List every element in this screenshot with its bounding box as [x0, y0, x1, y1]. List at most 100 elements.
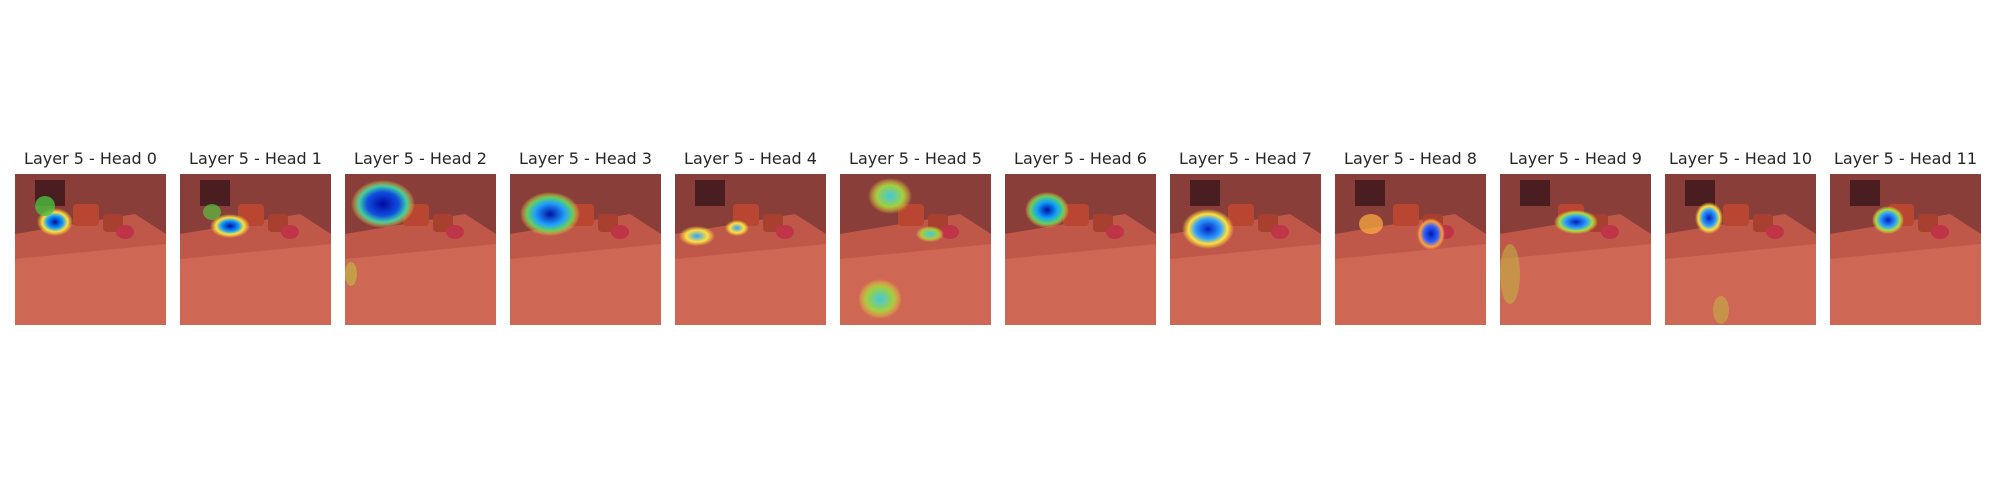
attention-panel-head-7: Layer 5 - Head 7	[1170, 148, 1321, 326]
coffee-machine-body	[1850, 180, 1880, 206]
panel-title: Layer 5 - Head 0	[24, 149, 157, 168]
scene-object	[1931, 225, 1949, 239]
scene-object	[1918, 214, 1938, 232]
scene-object	[1766, 225, 1784, 239]
attention-heatmap-image	[675, 174, 826, 325]
panel-title: Layer 5 - Head 10	[1668, 149, 1813, 168]
attention-panel-head-8: Layer 5 - Head 8	[1335, 148, 1486, 326]
coffee-machine-body	[695, 180, 725, 206]
panel-title: Layer 5 - Head 9	[1509, 149, 1642, 168]
attention-heatmap-image	[180, 174, 331, 325]
attention-hotspot	[345, 262, 357, 286]
attention-heatmap-image	[840, 174, 991, 325]
panel-title: Layer 5 - Head 1	[189, 149, 322, 168]
panel-title: Layer 5 - Head 3	[519, 149, 652, 168]
coffee-machine-body	[1190, 180, 1220, 206]
attention-panel-head-5: Layer 5 - Head 5	[840, 148, 991, 326]
table-edge	[1005, 244, 1156, 325]
scene-object	[1063, 204, 1089, 226]
scene-object	[1601, 225, 1619, 239]
coffee-machine-body	[200, 180, 230, 206]
attention-panel-head-10: Layer 5 - Head 10	[1665, 148, 1816, 326]
attention-hotspot	[210, 214, 250, 238]
attention-hotspot	[520, 192, 580, 236]
scene-object	[1106, 225, 1124, 239]
attention-heatmap-image	[345, 174, 496, 325]
panel-title: Layer 5 - Head 2	[354, 149, 487, 168]
attention-hotspot	[351, 180, 415, 228]
attention-hotspot	[203, 204, 221, 220]
attention-heatmap-image	[510, 174, 661, 325]
attention-hotspot	[1182, 209, 1234, 249]
panel-title: Layer 5 - Head 5	[849, 149, 982, 168]
table-edge	[510, 244, 661, 325]
attention-panel-head-3: Layer 5 - Head 3	[510, 148, 661, 326]
attention-panel-head-4: Layer 5 - Head 4	[675, 148, 826, 326]
attention-heatmap-image	[1170, 174, 1321, 325]
attention-hotspot	[1554, 210, 1598, 234]
scene-object	[1228, 204, 1254, 226]
attention-hotspot	[1359, 214, 1383, 234]
scene-object	[1258, 214, 1278, 232]
attention-heatmap-image	[1665, 174, 1816, 325]
attention-heatmap-image	[1005, 174, 1156, 325]
scene-object	[598, 214, 618, 232]
coffee-machine-body	[1685, 180, 1715, 206]
scene-object	[433, 214, 453, 232]
attention-hotspot	[1417, 218, 1445, 250]
attention-hotspot	[858, 279, 902, 319]
panel-title: Layer 5 - Head 8	[1344, 149, 1477, 168]
table-edge	[15, 244, 166, 325]
scene-object	[103, 214, 123, 232]
attention-hotspot	[1872, 206, 1904, 234]
attention-panel-head-6: Layer 5 - Head 6	[1005, 148, 1156, 326]
scene-object	[1723, 204, 1749, 226]
attention-hotspot	[1025, 192, 1069, 228]
panel-title: Layer 5 - Head 7	[1179, 149, 1312, 168]
scene-object	[446, 225, 464, 239]
scene-object	[116, 225, 134, 239]
attention-hotspot	[35, 196, 55, 216]
attention-hotspot	[725, 220, 749, 236]
scene-object	[268, 214, 288, 232]
attention-hotspot	[679, 226, 715, 246]
table-edge	[1500, 244, 1651, 325]
scene-object	[1393, 204, 1419, 226]
panel-title: Layer 5 - Head 6	[1014, 149, 1147, 168]
attention-hotspot	[1695, 202, 1723, 234]
attention-heatmap-image	[1500, 174, 1651, 325]
attention-panel-head-2: Layer 5 - Head 2	[345, 148, 496, 326]
scene-object	[281, 225, 299, 239]
attention-panel-head-11: Layer 5 - Head 11	[1830, 148, 1981, 326]
attention-heatmap-image	[15, 174, 166, 325]
attention-hotspot	[1500, 244, 1520, 304]
scene-object	[941, 225, 959, 239]
attention-heatmap-image	[1335, 174, 1486, 325]
panel-title: Layer 5 - Head 11	[1833, 149, 1978, 168]
table-edge	[675, 244, 826, 325]
panel-title: Layer 5 - Head 4	[684, 149, 817, 168]
attention-panel-head-1: Layer 5 - Head 1	[180, 148, 331, 326]
scene-object	[763, 214, 783, 232]
coffee-machine-body	[1355, 180, 1385, 206]
table-edge	[345, 244, 496, 325]
attention-hotspot	[1713, 296, 1729, 324]
scene-object	[1271, 225, 1289, 239]
table-edge	[1665, 244, 1816, 325]
scene-object	[1753, 214, 1773, 232]
attention-hotspot	[916, 226, 944, 242]
scene-object	[776, 225, 794, 239]
table-edge	[1830, 244, 1981, 325]
attention-heatmap-strip: Layer 5 - Head 0 Layer 5 - Head 1	[15, 148, 1985, 326]
attention-heatmap-image	[1830, 174, 1981, 325]
coffee-machine-body	[1520, 180, 1550, 206]
attention-panel-head-0: Layer 5 - Head 0	[15, 148, 166, 326]
table-edge	[1170, 244, 1321, 325]
attention-hotspot	[868, 178, 912, 214]
table-edge	[180, 244, 331, 325]
scene-object	[611, 225, 629, 239]
table-edge	[1335, 244, 1486, 325]
attention-panel-head-9: Layer 5 - Head 9	[1500, 148, 1651, 326]
scene-object	[73, 204, 99, 226]
scene-object	[1093, 214, 1113, 232]
